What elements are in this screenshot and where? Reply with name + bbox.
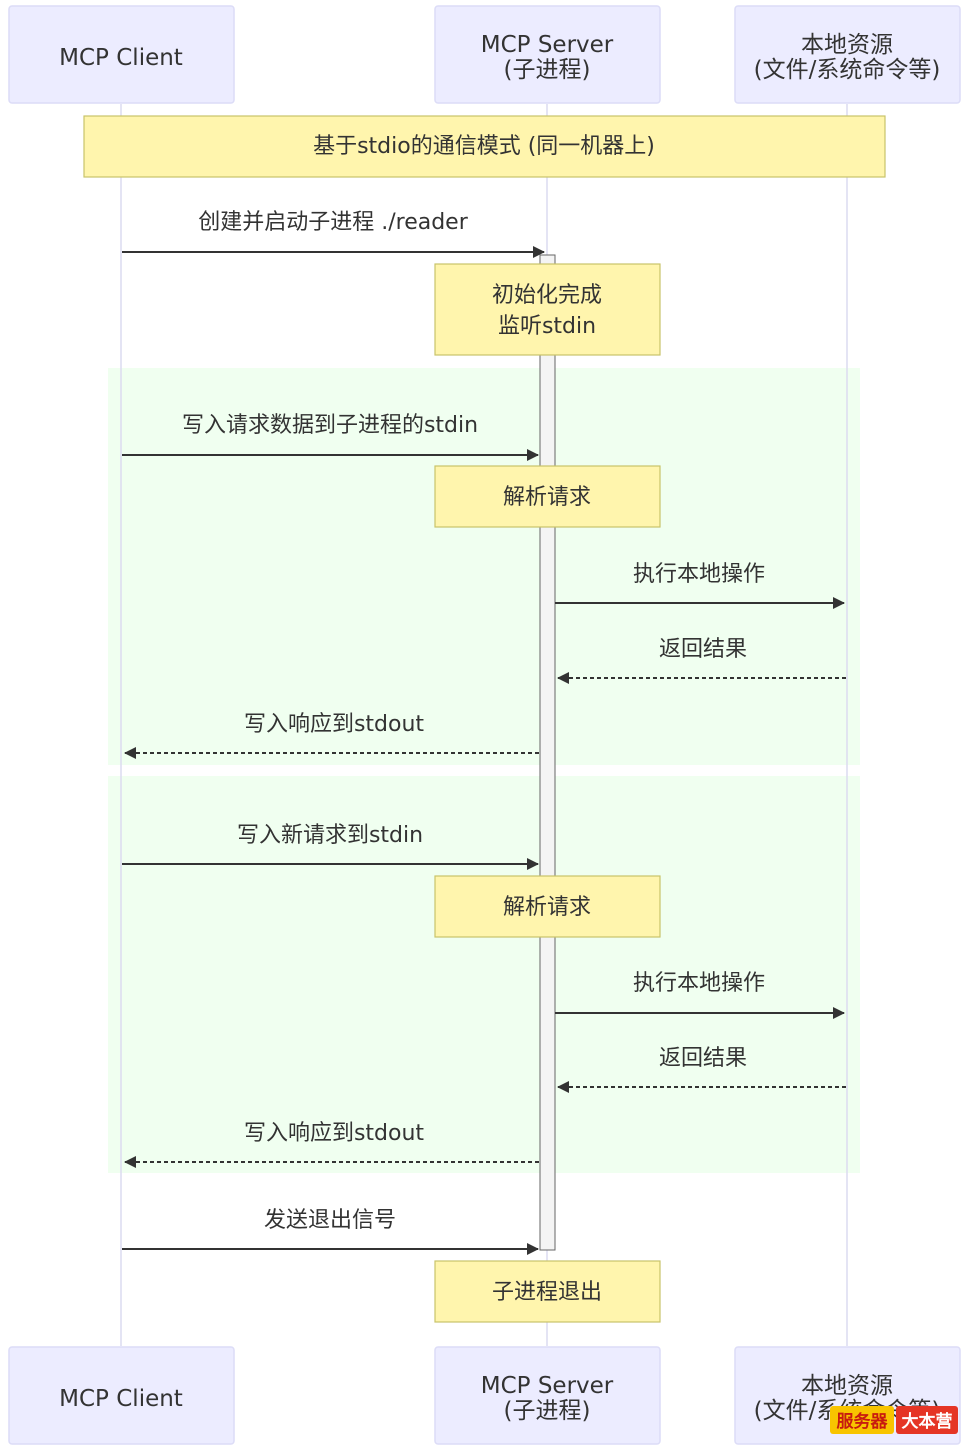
actor-client-bottom: MCP Client (8, 1346, 235, 1445)
note-stdio-mode-text: 基于stdio的通信模式 (同一机器上) (313, 134, 655, 159)
actor-local-bottom-label: 本地资源 (801, 1373, 893, 1399)
note-init-line2: 监听stdin (498, 314, 596, 339)
actor-local-sublabel: (文件/系统命令等) (754, 57, 941, 83)
msg-exec-2-label: 执行本地操作 (633, 971, 765, 996)
msg-write-resp-2-label: 写入响应到stdout (244, 1121, 424, 1146)
actor-server-bottom-sublabel: (子进程) (504, 1398, 591, 1424)
actor-client-top: MCP Client (8, 5, 235, 104)
note-exit-text: 子进程退出 (492, 1280, 602, 1305)
watermark-left: 服务器 (837, 1411, 889, 1432)
server-activation-bar (539, 254, 556, 1251)
actor-server-sublabel: (子进程) (504, 57, 591, 83)
actor-server-top: MCP Server (子进程) (434, 5, 661, 104)
actor-local-label: 本地资源 (801, 32, 893, 58)
actor-local-top: 本地资源 (文件/系统命令等) (734, 5, 961, 104)
actor-client-label: MCP Client (59, 45, 183, 71)
msg-return-1-label: 返回结果 (659, 637, 747, 662)
note-init: 初始化完成 监听stdin (434, 263, 661, 356)
msg-write-resp-1-label: 写入响应到stdout (244, 712, 424, 737)
loop-region-2 (108, 776, 860, 1173)
msg-exit-signal-label: 发送退出信号 (264, 1208, 396, 1233)
actor-server-label: MCP Server (481, 32, 614, 58)
note-parse-2: 解析请求 (434, 875, 661, 938)
note-exit: 子进程退出 (434, 1260, 661, 1323)
watermark-right: 大本营 (902, 1411, 953, 1432)
msg-exec-1-label: 执行本地操作 (633, 562, 765, 587)
note-parse-1-text: 解析请求 (503, 485, 591, 510)
actor-server-bottom: MCP Server (子进程) (434, 1346, 661, 1445)
msg-return-2-label: 返回结果 (659, 1046, 747, 1071)
actor-server-bottom-label: MCP Server (481, 1373, 614, 1399)
msg-write-new-label: 写入新请求到stdin (237, 823, 423, 848)
msg-create-label: 创建并启动子进程 ./reader (198, 210, 468, 235)
actor-client-bottom-label: MCP Client (59, 1386, 183, 1412)
note-parse-1: 解析请求 (434, 465, 661, 528)
note-init-line1: 初始化完成 (492, 283, 602, 308)
msg-write-req-label: 写入请求数据到子进程的stdin (182, 413, 478, 438)
loop-region-1 (108, 368, 860, 765)
note-parse-2-text: 解析请求 (503, 895, 591, 920)
note-stdio-mode: 基于stdio的通信模式 (同一机器上) (83, 115, 886, 178)
watermark: 服务器 大本营 (830, 1406, 958, 1434)
